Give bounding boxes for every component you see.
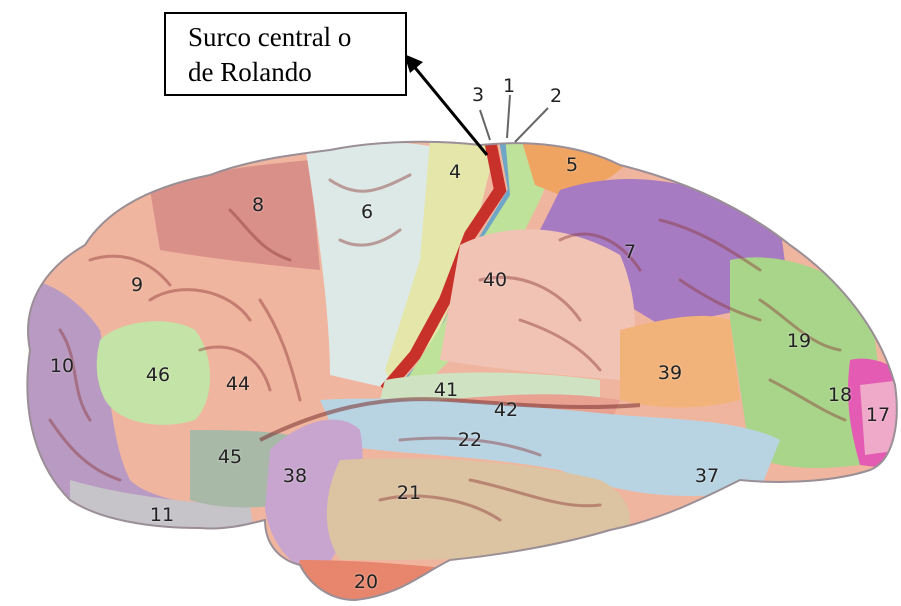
area-label-6: 6 [361,201,373,223]
area-label-42: 42 [494,399,518,421]
region-area-40 [440,229,635,380]
area-label-38: 38 [283,465,307,487]
area-label-7: 7 [624,241,636,263]
area-label-21: 21 [397,482,421,504]
area-label-2: 2 [550,85,562,107]
area-label-8: 8 [252,194,264,216]
area-label-5: 5 [566,154,578,176]
area-label-44: 44 [226,373,250,395]
area-label-9: 9 [131,274,143,296]
area-label-3: 3 [472,84,484,106]
area-leader-lines [480,95,548,142]
area-label-20: 20 [354,571,378,593]
area-label-41: 41 [434,379,458,401]
area-label-10: 10 [50,355,74,377]
area-label-11: 11 [150,504,174,526]
area-label-17: 17 [866,404,890,426]
area-label-1: 1 [503,75,515,97]
area-label-22: 22 [458,429,482,451]
area-label-39: 39 [658,362,682,384]
central-sulcus-callout: Surco central o de Rolando [164,12,407,96]
area-label-18: 18 [828,384,852,406]
area-label-37: 37 [695,465,719,487]
callout-line-1: Surco central o [188,20,405,55]
area-label-19: 19 [787,330,811,352]
area-label-45: 45 [218,446,242,468]
area-label-40: 40 [483,269,507,291]
area-label-46: 46 [146,364,170,386]
callout-line-2: de Rolando [188,55,405,90]
area-label-4: 4 [449,161,461,183]
